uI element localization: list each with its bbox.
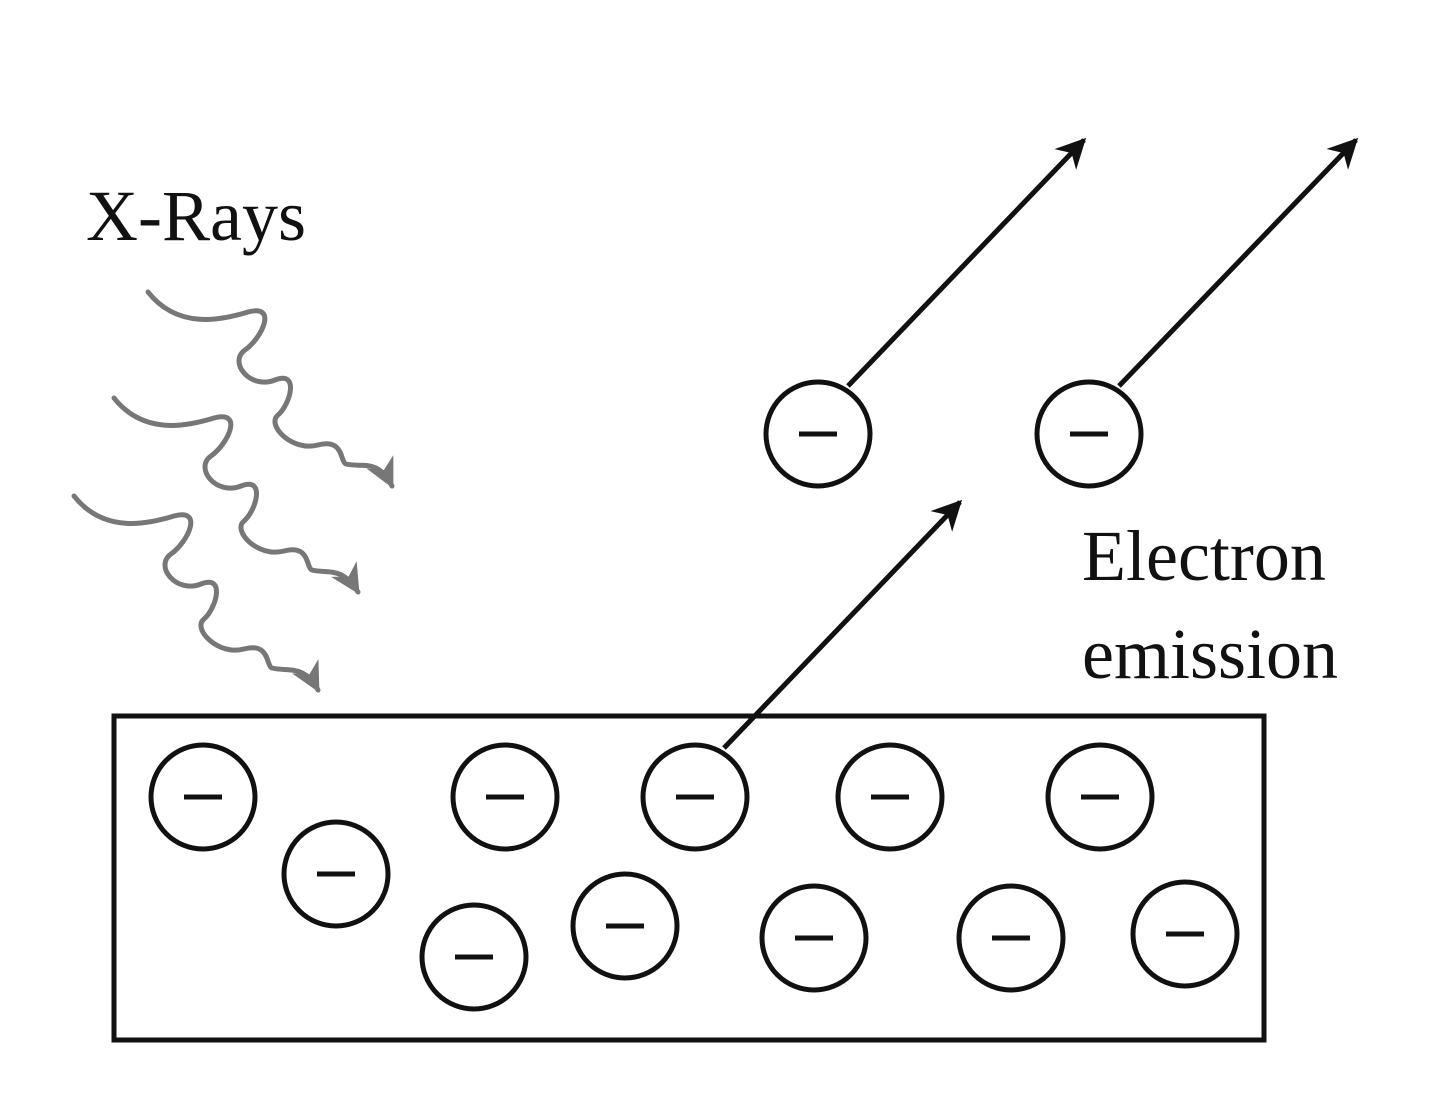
emission-arrow-electron-1	[846, 137, 1087, 388]
emitted-electron	[1034, 379, 1144, 489]
xray-wave-3	[71, 493, 321, 693]
block-electrons	[148, 742, 1240, 1012]
electron	[835, 742, 945, 852]
xray-wave-1	[145, 289, 395, 489]
electron	[1045, 742, 1155, 852]
electron	[1130, 879, 1240, 989]
electron	[759, 883, 869, 993]
electron-emission-label-line-2: emission	[1082, 614, 1338, 694]
electron	[956, 883, 1066, 993]
emission-arrow-leaving-block	[722, 499, 963, 750]
xrays-label: X-Rays	[86, 176, 306, 256]
electron	[419, 902, 529, 1012]
emitted-electrons	[763, 379, 1144, 489]
electron	[281, 819, 391, 929]
xray-wave-2	[111, 395, 361, 595]
emission-arrow-electron-2	[1117, 137, 1359, 388]
xray-waves	[71, 289, 395, 693]
electron-emission-label-line-1: Electron	[1082, 516, 1326, 596]
electron	[450, 742, 560, 852]
electron	[570, 871, 680, 981]
emission-arrows	[722, 137, 1359, 750]
emitted-electron	[763, 379, 873, 489]
electron	[640, 742, 750, 852]
electron	[148, 742, 258, 852]
